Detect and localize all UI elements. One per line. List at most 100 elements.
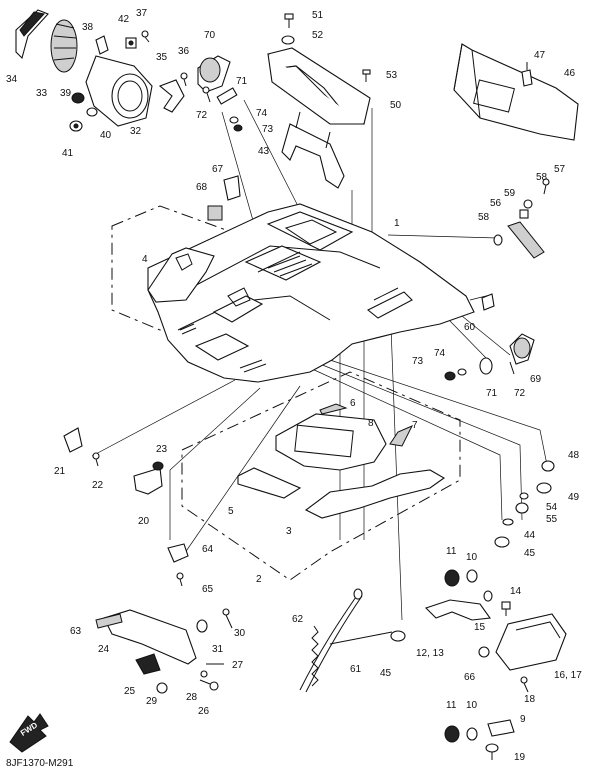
callout-36: 36 bbox=[178, 46, 190, 57]
reflector-56 bbox=[507, 221, 545, 259]
callout-35: 35 bbox=[156, 52, 168, 63]
grommet-66 bbox=[478, 646, 490, 658]
drawing-code: 8JF1370-M291 bbox=[6, 758, 74, 769]
plate-9 bbox=[487, 719, 515, 737]
callout-25: 25 bbox=[124, 686, 136, 697]
callout-64: 64 bbox=[202, 544, 214, 555]
nut-41 bbox=[69, 120, 83, 132]
callout-30: 30 bbox=[234, 628, 246, 639]
callout-71a: 71 bbox=[236, 76, 248, 87]
washer-74-lower bbox=[457, 368, 467, 376]
callout-69: 69 bbox=[530, 374, 542, 385]
callout-50: 50 bbox=[390, 100, 402, 111]
callout-27: 27 bbox=[232, 660, 244, 671]
callout-21: 21 bbox=[54, 466, 66, 477]
callout-49: 49 bbox=[568, 492, 580, 503]
reflector-33 bbox=[50, 19, 78, 73]
hood-assembly-boundary bbox=[111, 205, 249, 331]
callout-73b: 73 bbox=[412, 356, 424, 367]
grommet-39 bbox=[71, 92, 85, 104]
callout-38: 38 bbox=[82, 22, 94, 33]
nut-73-upper bbox=[233, 124, 243, 132]
hood bbox=[147, 203, 475, 383]
callout-61: 61 bbox=[350, 664, 362, 675]
clip-64 bbox=[167, 543, 189, 563]
callout-39: 39 bbox=[60, 88, 72, 99]
grommet-58a bbox=[523, 199, 533, 209]
grommet-59 bbox=[519, 209, 529, 219]
callout-46: 46 bbox=[564, 68, 576, 79]
callout-1: 1 bbox=[394, 218, 400, 229]
callout-31: 31 bbox=[212, 644, 224, 655]
callouts: 1 2 3 4 5 6 7 8 9 10 10 11 11 12, 13 14 … bbox=[6, 8, 582, 763]
cap-6 bbox=[319, 403, 348, 415]
callout-72a: 72 bbox=[196, 110, 208, 121]
grab-bar-24 bbox=[103, 609, 197, 665]
grommet-55 bbox=[515, 502, 529, 514]
callout-45b: 45 bbox=[380, 668, 392, 679]
screw-72-upper bbox=[202, 86, 211, 103]
callout-15: 15 bbox=[474, 622, 486, 633]
callout-2: 2 bbox=[256, 574, 262, 585]
callout-29: 29 bbox=[146, 696, 158, 707]
cap-25 bbox=[135, 653, 161, 675]
callout-62: 62 bbox=[292, 614, 304, 625]
washer-52 bbox=[281, 35, 295, 45]
grommet-60 bbox=[481, 293, 495, 311]
callout-10a: 10 bbox=[466, 552, 478, 563]
callout-65: 65 bbox=[202, 584, 214, 595]
callout-23: 23 bbox=[156, 444, 168, 455]
windshield bbox=[267, 47, 371, 125]
callout-41: 41 bbox=[62, 148, 74, 159]
side-light-69 bbox=[509, 333, 535, 365]
washer-15 bbox=[483, 590, 493, 602]
callout-70: 70 bbox=[204, 30, 216, 41]
screw-57 bbox=[542, 178, 550, 195]
grommet-23 bbox=[152, 461, 164, 471]
callout-14: 14 bbox=[510, 586, 522, 597]
screw-36 bbox=[180, 72, 188, 87]
bolt-53 bbox=[362, 69, 371, 82]
fwd-arrow: FWD bbox=[9, 713, 49, 753]
cable-61 bbox=[299, 588, 393, 693]
spring-62 bbox=[311, 625, 319, 687]
callout-71b: 71 bbox=[486, 388, 498, 399]
callout-19: 19 bbox=[514, 752, 526, 763]
grommet-48 bbox=[541, 460, 555, 472]
callout-59: 59 bbox=[504, 188, 516, 199]
grommet-45a bbox=[494, 536, 510, 548]
callout-4: 4 bbox=[142, 254, 148, 265]
callout-56: 56 bbox=[490, 198, 502, 209]
headlight-housing bbox=[85, 55, 153, 127]
bolt-51 bbox=[284, 13, 294, 28]
callout-60: 60 bbox=[464, 322, 476, 333]
washer-10b bbox=[466, 727, 478, 741]
dash-panel-boundary bbox=[181, 371, 461, 581]
washer-10a bbox=[466, 569, 478, 583]
callout-66: 66 bbox=[464, 672, 476, 683]
callout-26: 26 bbox=[198, 706, 210, 717]
callout-51: 51 bbox=[312, 10, 324, 21]
bolt-22 bbox=[92, 452, 100, 467]
washer-40 bbox=[86, 107, 98, 117]
callout-28: 28 bbox=[186, 692, 198, 703]
callout-16-17: 16, 17 bbox=[554, 670, 582, 681]
washer-31 bbox=[196, 619, 208, 633]
bolt-19 bbox=[485, 743, 499, 760]
callout-74b: 74 bbox=[434, 348, 446, 359]
bracket-21 bbox=[63, 427, 83, 453]
callout-37: 37 bbox=[136, 8, 148, 19]
callout-43: 43 bbox=[258, 146, 270, 157]
callout-58b: 58 bbox=[478, 212, 490, 223]
callout-20: 20 bbox=[138, 516, 150, 527]
callout-10b: 10 bbox=[466, 700, 478, 711]
washer-74-upper bbox=[229, 116, 239, 124]
callout-22: 22 bbox=[92, 480, 104, 491]
callout-18: 18 bbox=[524, 694, 536, 705]
callout-67: 67 bbox=[212, 164, 224, 175]
callout-68: 68 bbox=[196, 182, 208, 193]
screw-37 bbox=[141, 30, 150, 43]
screw-26 bbox=[199, 679, 219, 691]
